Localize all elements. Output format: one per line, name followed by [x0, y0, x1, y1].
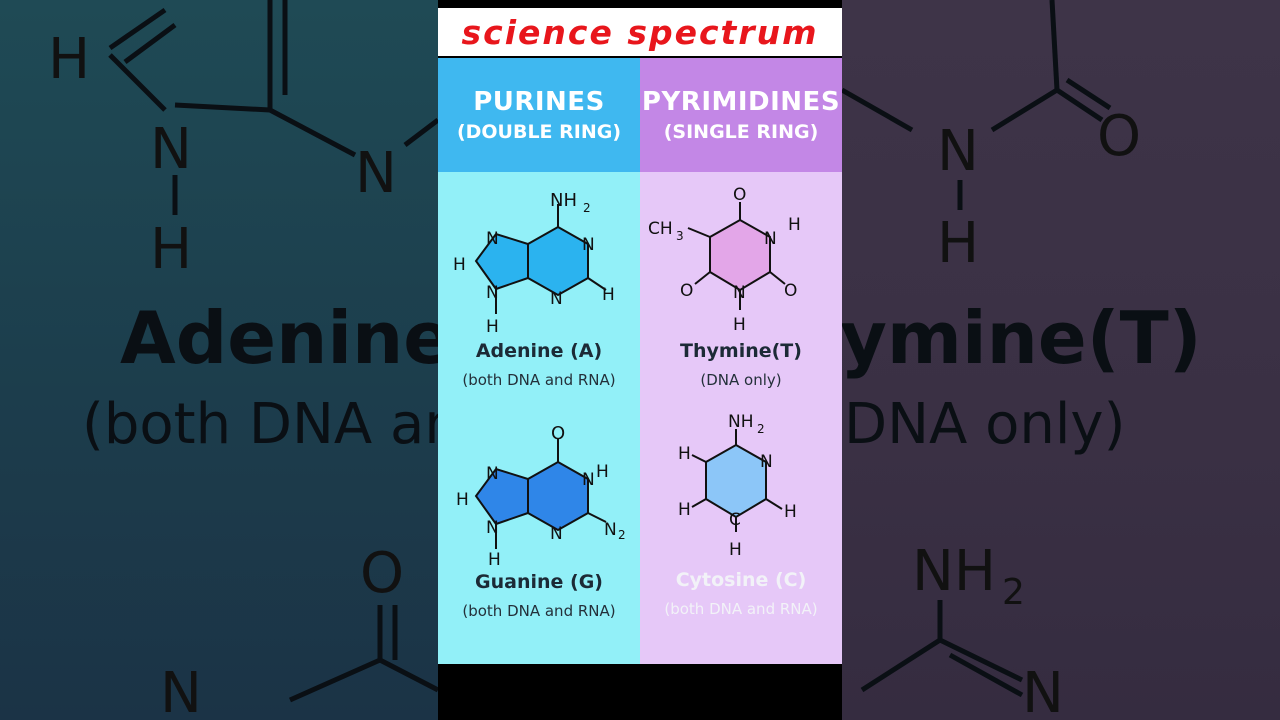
atom: N — [550, 289, 563, 309]
pyrimidines-subheading: (SINGLE RING) — [663, 121, 819, 143]
background-molecule-left: H N H N O N — [48, 0, 438, 720]
title-banner: science spectrum — [438, 8, 842, 56]
bg-atom: H — [150, 217, 192, 282]
atom: O — [784, 281, 797, 301]
atom: H — [488, 550, 501, 567]
background-molecule-right: N H O NH 2 N — [842, 0, 1141, 720]
bg-atom: NH — [912, 539, 996, 604]
atom: N — [764, 229, 777, 249]
atom: H — [784, 502, 797, 522]
atom: H — [788, 215, 801, 235]
atom: O — [733, 185, 746, 205]
thymine-note: (DNA only) — [700, 371, 782, 389]
atom: CH — [648, 219, 673, 239]
bg-atom: N — [150, 117, 192, 182]
atom: 2 — [618, 528, 626, 542]
atom: N — [486, 518, 499, 538]
guanine-structure: O N H N N 2 N H N H — [456, 423, 626, 567]
cytosine-structure: NH 2 N H H H C H — [678, 412, 797, 560]
atom: H — [733, 315, 746, 335]
pyrimidines-heading: PYRIMIDINES — [641, 87, 841, 117]
atom: N — [733, 283, 746, 303]
purines-subheading: (DOUBLE RING) — [456, 121, 622, 143]
thymine-name: Thymine(T) — [680, 340, 802, 362]
adenine-name: Adenine (A) — [475, 340, 603, 362]
bg-atom: H — [937, 211, 979, 276]
atom: 3 — [676, 229, 684, 243]
background-right: N H O NH 2 N ymine(T) DNA only) — [842, 0, 1280, 720]
pyrimidines-header: PYRIMIDINES (SINGLE RING) — [640, 58, 842, 172]
atom: H — [602, 285, 615, 305]
background-left: H N H N O N Adenine (both DNA and — [0, 0, 438, 720]
cytosine-note: (both DNA and RNA) — [664, 600, 818, 618]
thymine-structure: O CH 3 N H O O N H — [648, 185, 801, 335]
channel-title: science spectrum — [461, 12, 819, 52]
atom: N — [486, 283, 499, 303]
purines-column: NH 2 N N H N H N H Adenine (A) (both DNA… — [438, 172, 640, 664]
adenine-structure: NH 2 N N H N H N H — [453, 190, 615, 337]
atom: H — [486, 317, 499, 337]
bg-atom: N — [355, 141, 397, 206]
atom: 2 — [757, 422, 765, 436]
atom: N — [486, 464, 499, 484]
atom: N — [550, 524, 563, 544]
cytosine-name: Cytosine (C) — [675, 569, 807, 591]
atom: NH — [550, 190, 577, 211]
bg-atom: N — [937, 119, 979, 184]
atom: N — [760, 452, 773, 472]
atom: N — [582, 235, 595, 255]
bg-adenine-word: Adenine — [120, 296, 438, 380]
atom: H — [596, 462, 609, 482]
pyrimidines-column: O CH 3 N H O O N H Thymine(T) (DNA only)… — [640, 172, 842, 664]
purines-heading: PURINES — [473, 87, 605, 117]
atom: N — [486, 229, 499, 249]
guanine-note: (both DNA and RNA) — [462, 602, 616, 620]
atom: N — [604, 520, 617, 540]
atom: C — [729, 510, 741, 530]
bg-atom: N — [160, 661, 202, 720]
bg-thymine-note: DNA only) — [844, 392, 1126, 457]
adenine-note: (both DNA and RNA) — [462, 371, 616, 389]
atom: 2 — [583, 201, 591, 215]
bg-atom: O — [360, 541, 404, 606]
atom: H — [456, 490, 469, 510]
atom: H — [453, 255, 466, 275]
bg-atom: O — [1097, 104, 1141, 169]
atom: N — [582, 470, 595, 490]
atom: H — [678, 444, 691, 464]
infographic-panel: science spectrum PURINES (DOUBLE RING) P… — [438, 0, 842, 720]
purines-header: PURINES (DOUBLE RING) — [438, 58, 640, 172]
atom: H — [729, 540, 742, 560]
atom: NH — [728, 412, 754, 432]
bg-adenine-note: (both DNA and — [82, 392, 438, 457]
bg-thymine-word: ymine(T) — [842, 296, 1202, 380]
atom: H — [678, 500, 691, 520]
bg-atom: 2 — [1002, 572, 1025, 613]
atom: O — [551, 423, 565, 444]
bg-atom: N — [1022, 661, 1064, 720]
atom: O — [680, 281, 693, 301]
bg-atom: H — [48, 27, 90, 92]
guanine-name: Guanine (G) — [475, 571, 603, 593]
